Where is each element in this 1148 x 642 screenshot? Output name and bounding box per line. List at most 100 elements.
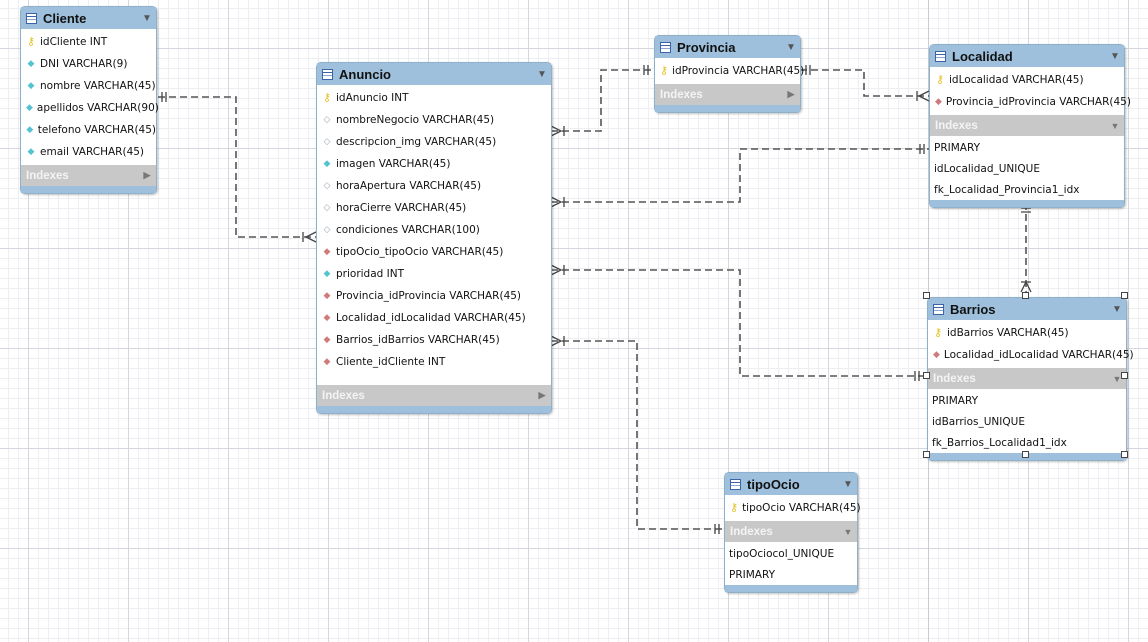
column-label: DNI VARCHAR(9) [40,58,128,70]
resize-handle[interactable] [923,372,930,379]
column-row[interactable]: ◆tipoOcio_tipoOcio VARCHAR(45) [317,241,551,263]
index-item[interactable]: idLocalidad_UNIQUE [934,162,1040,175]
indexes-section-header[interactable]: Indexes ▼ [930,115,1124,136]
column-row[interactable]: ◇horaCierre VARCHAR(45) [317,197,551,219]
table-barrios[interactable]: Barrios ▼ ⚷idBarrios VARCHAR(45) ◆Locali… [927,297,1134,461]
column-row[interactable]: ◆ Localidad_idLocalidad VARCHAR(45) [317,307,551,329]
column-row[interactable]: ⚷idLocalidad VARCHAR(45) [930,69,1124,91]
table-provincia[interactable]: Provincia ▼ ⚷idProvincia VARCHAR(45) Ind… [654,35,804,113]
index-item[interactable]: tipoOciocol_UNIQUE [729,547,835,560]
column-row[interactable]: ◆Barrios_idBarrios VARCHAR(45) [317,329,551,351]
column-label: Barrios_idBarrios VARCHAR(45) [336,334,500,346]
resize-handle[interactable] [1121,451,1128,458]
collapse-arrow-icon[interactable]: ▼ [1110,120,1120,131]
column-row[interactable]: ◆email VARCHAR(45) [21,141,156,163]
table-header[interactable]: Cliente ▼ [21,7,156,29]
collapse-icon[interactable]: ▼ [537,68,547,80]
relationship-tipoocio-anuncio[interactable] [551,340,724,530]
index-item[interactable]: PRIMARY [729,568,776,581]
relationship-cliente-anuncio[interactable] [158,96,316,238]
column-row[interactable]: ⚷idProvincia VARCHAR(45) [655,60,804,82]
table-tipoocio[interactable]: tipoOcio ▼ ⚷tipoOcio VARCHAR(45) Indexes… [724,472,861,593]
resize-handle[interactable] [923,451,930,458]
column-row[interactable]: ⚷idCliente INT [21,31,156,53]
index-item[interactable]: PRIMARY [932,394,979,407]
indexed-column-icon: ◆ [27,147,35,157]
collapse-icon[interactable]: ▼ [142,12,152,24]
resize-handle[interactable] [1121,292,1128,299]
column-row[interactable]: ◇descripcion_img VARCHAR(45) [317,131,551,153]
column-row[interactable]: ◆ DNI VARCHAR(9) [21,53,156,75]
relationship-barrios-anuncio[interactable] [551,269,924,377]
table-icon [730,478,741,490]
column-row[interactable]: ◆imagen VARCHAR(45) [317,153,551,175]
column-row[interactable]: ⚷idBarrios VARCHAR(45) [928,322,1126,344]
collapse-icon[interactable]: ▼ [1112,303,1122,315]
indexes-section-header[interactable]: Indexes ▶ [317,385,551,406]
column-row[interactable]: ◇horaApertura VARCHAR(45) [317,175,551,197]
column-row[interactable]: ◆telefono VARCHAR(45) [21,119,156,141]
foreign-key-icon: ◆ [323,313,331,323]
column-label: Provincia_idProvincia VARCHAR(45) [945,96,1131,108]
resize-handle[interactable] [1022,292,1029,299]
expand-arrow-icon[interactable]: ▶ [538,390,546,400]
column-label: prioridad INT [336,268,405,280]
column-row[interactable]: ◆nombre VARCHAR(45) [21,75,156,97]
column-row[interactable]: ⚷tipoOcio VARCHAR(45) [725,497,861,519]
column-row[interactable]: ◆apellidos VARCHAR(90) [21,97,159,119]
indexes-section-header[interactable]: Indexes ▼ [725,521,857,542]
table-icon [26,12,37,24]
resize-handle[interactable] [1022,451,1029,458]
collapse-icon[interactable]: ▼ [1110,50,1120,62]
table-header[interactable]: Anuncio ▼ [317,63,551,85]
expand-arrow-icon[interactable]: ▶ [787,89,795,99]
indexed-column-icon: ◆ [27,59,35,69]
resize-handle[interactable] [1121,372,1128,379]
foreign-key-icon: ◆ [323,291,331,301]
index-item[interactable]: fk_Localidad_Provincia1_idx [934,183,1080,196]
foreign-key-icon: ◆ [323,247,331,257]
collapse-icon[interactable]: ▼ [786,41,796,53]
table-footer [317,406,551,413]
table-anuncio[interactable]: Anuncio ▼ ⚷idAnuncio INT ◇nombreNegocio … [316,62,552,414]
column-row[interactable]: ◇condiciones VARCHAR(100) [317,219,551,241]
column-row[interactable]: ◆Cliente_idCliente INT [317,351,551,373]
column-row[interactable]: ◆prioridad INT [317,263,551,285]
indexes-section-header[interactable]: Indexes ▶ [655,84,800,105]
column-label: idBarrios VARCHAR(45) [947,327,1069,339]
table-cliente[interactable]: Cliente ▼ ⚷idCliente INT ◆ DNI VARCHAR(9)… [20,6,159,194]
relationship-localidad-anuncio[interactable] [551,148,929,203]
table-header[interactable]: Provincia ▼ [655,36,800,58]
indexes-section-header[interactable]: Indexes ▶ [21,165,156,186]
column-label: condiciones VARCHAR(100) [336,224,480,236]
column-row[interactable]: ⚷idAnuncio INT [317,87,551,109]
index-item[interactable]: idBarrios_UNIQUE [932,415,1025,428]
index-item[interactable]: fk_Barrios_Localidad1_idx [932,436,1067,449]
collapse-arrow-icon[interactable]: ▼ [1112,373,1122,384]
primary-key-icon: ⚷ [730,501,739,514]
indexes-section-header[interactable]: Indexes ▼ [928,368,1126,389]
table-header[interactable]: tipoOcio ▼ [725,473,857,495]
column-row[interactable]: ◆Provincia_idProvincia VARCHAR(45) [317,285,551,307]
table-footer [725,585,857,592]
expand-arrow-icon[interactable]: ▶ [143,170,151,180]
column-label: apellidos VARCHAR(90) [36,102,159,114]
primary-key-icon: ⚷ [660,64,669,77]
collapse-icon[interactable]: ▼ [843,478,853,490]
relationship-provincia-anuncio[interactable] [551,69,654,132]
table-localidad[interactable]: Localidad ▼ ⚷idLocalidad VARCHAR(45) ◆Pr… [929,44,1131,208]
table-header[interactable]: Localidad ▼ [930,45,1124,67]
column-label: idLocalidad VARCHAR(45) [949,74,1084,86]
column-row[interactable]: ◇nombreNegocio VARCHAR(45) [317,109,551,131]
column-row[interactable]: ◆Provincia_idProvincia VARCHAR(45) [930,91,1131,113]
indexes-label: Indexes [730,525,773,538]
table-name: Localidad [952,48,1013,64]
column-label: Localidad_idLocalidad VARCHAR(45) [336,312,526,324]
table-header[interactable]: Barrios ▼ [928,298,1126,320]
indexes-label: Indexes [322,389,365,402]
relationship-provincia-localidad[interactable] [800,69,929,97]
column-row[interactable]: ◆Localidad_idLocalidad VARCHAR(45) [928,344,1134,366]
resize-handle[interactable] [923,292,930,299]
collapse-arrow-icon[interactable]: ▼ [843,526,853,537]
index-item[interactable]: PRIMARY [934,141,981,154]
